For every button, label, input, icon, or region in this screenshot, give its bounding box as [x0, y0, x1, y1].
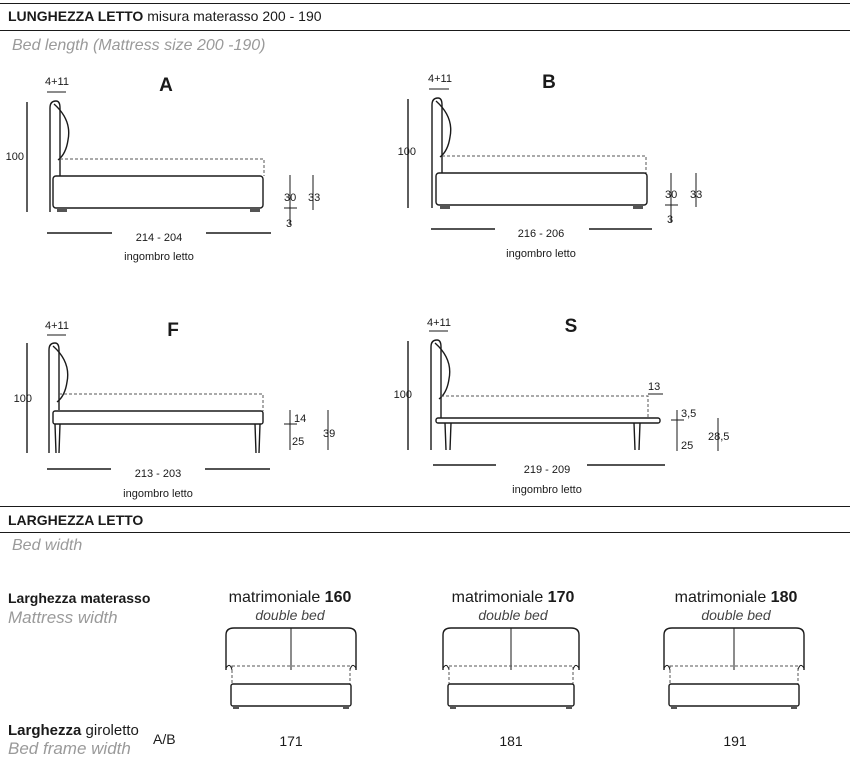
bed-f-length: 213 - 203 — [135, 468, 181, 480]
bed-f-height: 100 — [14, 393, 32, 405]
bed-s-length: 219 - 209 — [524, 464, 570, 476]
bed-b-dim-1: 30 — [665, 189, 677, 201]
bed-b-length: 216 - 206 — [518, 228, 564, 240]
bed-a-dim-2: 3 — [286, 218, 292, 230]
bed-f-letter: F — [167, 320, 179, 341]
bed-s-dim-4: 28,5 — [708, 431, 729, 443]
bed-f-diagram: F 4+11 100 14 25 39 213 - 203 ingombro l… — [14, 320, 336, 500]
bed-b-diagram: B 4+11 100 30 3 33 216 - 206 ingombro le… — [398, 72, 703, 260]
bed-a-letter: A — [159, 75, 173, 96]
front-view-180 — [663, 627, 805, 709]
mattress-width-label: Larghezza materasso — [8, 590, 151, 606]
length-section-subtitle: Bed length (Mattress size 200 -190) — [12, 37, 266, 54]
bed-s-letter: S — [565, 316, 578, 337]
bed-f-dim-3: 39 — [323, 428, 335, 440]
frame-width-label-en: Bed frame width — [8, 739, 131, 758]
size-180-sub: double bed — [701, 607, 771, 623]
top-rule — [0, 3, 850, 4]
bed-a-height: 100 — [6, 151, 24, 163]
size-160-heading: matrimoniale 160 — [228, 589, 352, 606]
bed-s-dim-2: 3,5 — [681, 408, 696, 420]
bed-b-height: 100 — [398, 146, 416, 158]
size-160-sub: double bed — [255, 607, 325, 623]
bed-a-head-thickness: 4+11 — [45, 76, 69, 88]
width-section-title: LARGHEZZA LETTO — [8, 512, 144, 528]
bed-b-caption: ingombro letto — [506, 248, 576, 260]
bed-a-dim-3: 33 — [308, 192, 320, 204]
bed-s-dim-3: 25 — [681, 440, 693, 452]
size-180-heading: matrimoniale 180 — [674, 589, 798, 606]
frame-width-180: 191 — [723, 733, 747, 749]
size-170-heading: matrimoniale 170 — [451, 589, 575, 606]
mattress-width-label-en: Mattress width — [8, 608, 118, 627]
bed-f-head-thickness: 4+11 — [45, 320, 69, 332]
size-170-sub: double bed — [478, 607, 548, 623]
bed-f-dim-2: 25 — [292, 436, 304, 448]
bed-a-length: 214 - 204 — [136, 232, 182, 244]
bed-a-dim-1: 30 — [284, 192, 296, 204]
front-view-170 — [442, 627, 580, 709]
frame-width-170: 181 — [499, 733, 523, 749]
bed-s-diagram: S 4+11 100 13 3,5 25 28,5 219 - 209 ingo… — [394, 316, 730, 496]
frame-width-label: Larghezza giroletto — [8, 722, 139, 739]
length-title-rule — [0, 30, 850, 31]
bed-b-head-thickness: 4+11 — [428, 73, 452, 85]
bed-s-caption: ingombro letto — [512, 484, 582, 496]
length-section-title: LUNGHEZZA LETTO misura materasso 200 - 1… — [8, 8, 322, 24]
frame-width-label-suffix: A/B — [153, 731, 176, 747]
bed-b-dim-2: 3 — [667, 214, 673, 226]
bed-s-head-thickness: 4+11 — [427, 317, 451, 329]
bed-a-diagram: A 4+11 100 30 3 33 214 - 204 ingombro le… — [6, 75, 321, 263]
bed-width-diagrams: .fl { stroke: #1a1a1a; stroke-width: 1.4… — [225, 627, 805, 709]
bed-s-dim-1: 13 — [648, 381, 660, 393]
bed-f-dim-1: 14 — [294, 413, 306, 425]
bed-length-diagrams: .ln { stroke: #1a1a1a; stroke-width: 1.4… — [6, 72, 730, 500]
bed-f-caption: ingombro letto — [123, 488, 193, 500]
width-title-rule — [0, 532, 850, 533]
frame-width-160: 171 — [279, 733, 303, 749]
width-section-top-rule — [0, 506, 850, 507]
bed-s-height: 100 — [394, 389, 412, 401]
front-view-160 — [225, 627, 357, 709]
bed-b-dim-3: 33 — [690, 189, 702, 201]
bed-b-letter: B — [542, 72, 556, 93]
bed-a-caption: ingombro letto — [124, 251, 194, 263]
width-section-subtitle: Bed width — [12, 537, 83, 554]
